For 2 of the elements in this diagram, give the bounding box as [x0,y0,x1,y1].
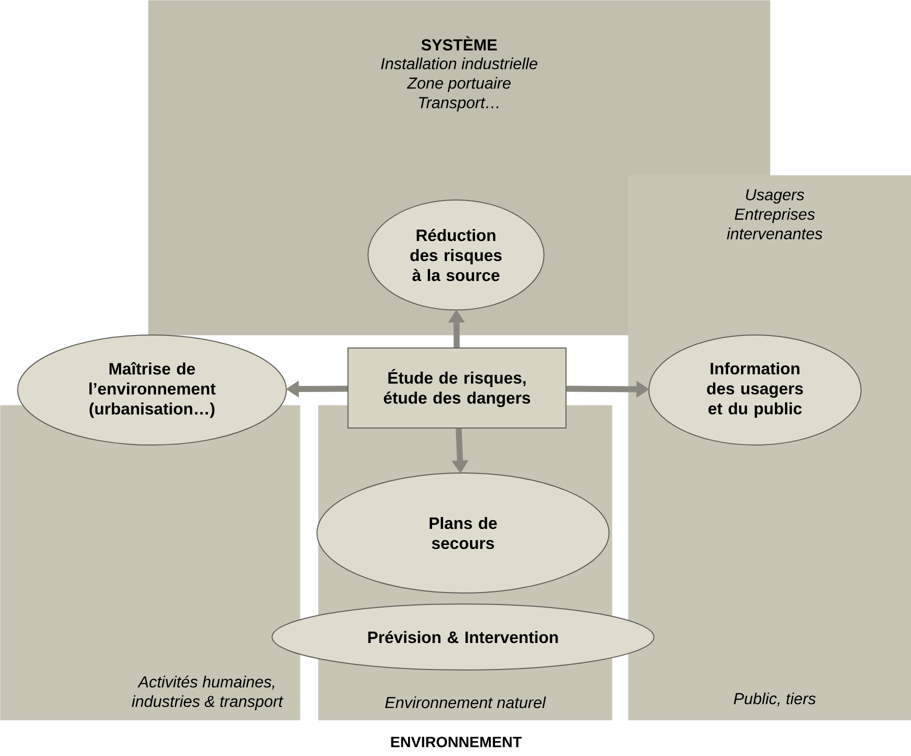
process-box: Étude de risques, étude des dangers [348,348,566,428]
section-label: ENVIRONNEMENT [391,736,522,748]
